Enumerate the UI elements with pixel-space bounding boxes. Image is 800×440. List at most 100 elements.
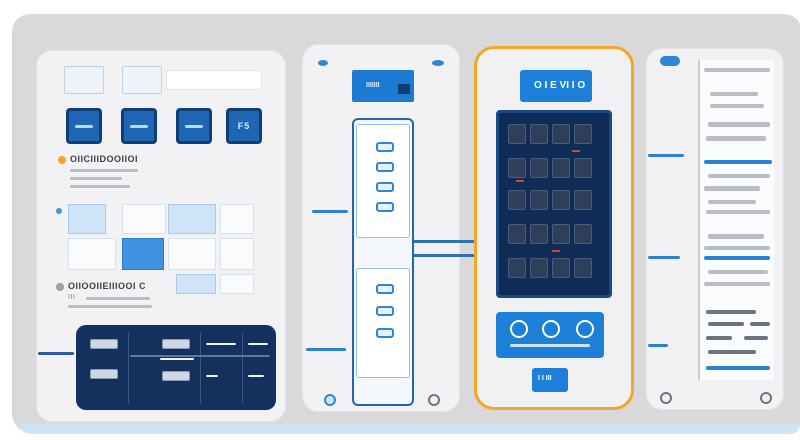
column-divider xyxy=(242,333,243,403)
media-thumb[interactable] xyxy=(530,124,548,144)
connector-line xyxy=(414,240,498,243)
row-bold xyxy=(708,322,744,326)
list-item-icon[interactable] xyxy=(376,328,394,338)
media-thumb[interactable] xyxy=(508,258,526,278)
tile-label: F5 xyxy=(237,121,251,131)
accent-line xyxy=(306,348,346,351)
media-thumb[interactable] xyxy=(508,158,526,178)
media-thumb[interactable] xyxy=(574,158,592,178)
control-button[interactable] xyxy=(90,339,118,349)
thumbnail-window-1[interactable] xyxy=(64,66,104,94)
control-button[interactable] xyxy=(162,339,190,349)
media-thumb[interactable] xyxy=(508,190,526,210)
control-button[interactable] xyxy=(90,369,118,379)
row-line xyxy=(708,174,770,178)
bottom-circle[interactable] xyxy=(324,394,336,406)
connector-line xyxy=(414,254,498,257)
control-button[interactable] xyxy=(162,371,190,381)
row-line xyxy=(708,122,770,127)
app-tile-3[interactable] xyxy=(176,108,212,144)
bottom-action-bar xyxy=(496,312,604,358)
bottom-circle[interactable] xyxy=(660,392,672,404)
accent-line xyxy=(648,256,680,259)
row-bold xyxy=(706,336,732,340)
row-line xyxy=(708,270,768,274)
grid-cell[interactable] xyxy=(168,238,216,270)
control-line xyxy=(130,355,270,357)
media-thumb[interactable] xyxy=(574,258,592,278)
media-thumb[interactable] xyxy=(508,224,526,244)
media-row xyxy=(508,190,600,212)
list-app-screen xyxy=(352,118,414,406)
media-row xyxy=(508,224,600,246)
nav-caption xyxy=(510,344,590,347)
media-thumb[interactable] xyxy=(530,158,548,178)
row-highlight[interactable] xyxy=(706,366,770,370)
grid-cell[interactable] xyxy=(220,274,254,294)
share-icon[interactable] xyxy=(510,320,528,338)
text-line xyxy=(68,305,152,308)
list-item-icon[interactable] xyxy=(376,306,394,316)
media-thumb[interactable] xyxy=(508,124,526,144)
media-thumb[interactable] xyxy=(530,224,548,244)
app-tile-2[interactable] xyxy=(121,108,157,144)
bottom-circle[interactable] xyxy=(428,394,440,406)
row-line xyxy=(706,136,766,141)
media-thumb[interactable] xyxy=(574,224,592,244)
grid-cell[interactable] xyxy=(122,204,166,234)
row-line xyxy=(708,200,756,204)
list-app-header: IIIIIII xyxy=(352,70,414,102)
grid-cell[interactable] xyxy=(176,274,216,294)
app-tile-1[interactable] xyxy=(66,108,102,144)
grid-cell[interactable] xyxy=(68,204,106,234)
tile-bar xyxy=(185,124,203,128)
main-footer-button[interactable]: I I III xyxy=(532,368,568,392)
list-item-icon[interactable] xyxy=(376,182,394,192)
media-thumb[interactable] xyxy=(574,190,592,210)
grid-cell[interactable] xyxy=(220,238,254,270)
list-item-icon[interactable] xyxy=(376,284,394,294)
text-line xyxy=(70,185,130,188)
text-line xyxy=(70,169,138,172)
media-thumb[interactable] xyxy=(552,124,570,144)
row-line xyxy=(710,104,764,108)
media-thumb[interactable] xyxy=(552,158,570,178)
row-bold xyxy=(750,322,770,326)
control-line xyxy=(160,358,194,360)
thumbnail-window-2[interactable] xyxy=(122,66,162,94)
row-line xyxy=(704,282,770,286)
grid-cell[interactable] xyxy=(68,238,116,270)
grid-cell[interactable] xyxy=(220,204,254,234)
column-divider xyxy=(128,333,129,403)
bottom-circle[interactable] xyxy=(760,392,772,404)
tile-bar xyxy=(75,124,93,128)
media-row xyxy=(508,158,600,180)
camera-icon[interactable] xyxy=(542,320,560,338)
media-thumb[interactable] xyxy=(530,190,548,210)
list-item-icon[interactable] xyxy=(376,162,394,172)
media-thumb[interactable] xyxy=(530,258,548,278)
media-thumb[interactable] xyxy=(552,224,570,244)
list-item-icon[interactable] xyxy=(376,202,394,212)
media-thumb[interactable] xyxy=(552,190,570,210)
row-highlight[interactable] xyxy=(704,256,770,260)
control-line xyxy=(248,343,268,345)
grid-cell[interactable] xyxy=(168,204,216,234)
row-highlight[interactable] xyxy=(704,160,772,164)
search-bar[interactable] xyxy=(166,70,262,90)
grid-cell-selected[interactable] xyxy=(122,238,164,270)
main-app-title: O I E VI I O xyxy=(534,80,586,91)
media-thumb[interactable] xyxy=(574,124,592,144)
text-line xyxy=(70,177,122,180)
app-tile-4[interactable]: F5 xyxy=(226,108,262,144)
control-line xyxy=(248,375,264,377)
list-item-icon[interactable] xyxy=(376,142,394,152)
media-thumb[interactable] xyxy=(552,258,570,278)
text-line xyxy=(86,297,150,300)
orange-status-dot xyxy=(58,156,66,164)
settings-icon[interactable] xyxy=(576,320,594,338)
document-list xyxy=(698,60,774,380)
row-line xyxy=(704,246,770,250)
tile-bar xyxy=(130,124,148,128)
cloud-icon xyxy=(660,56,680,66)
